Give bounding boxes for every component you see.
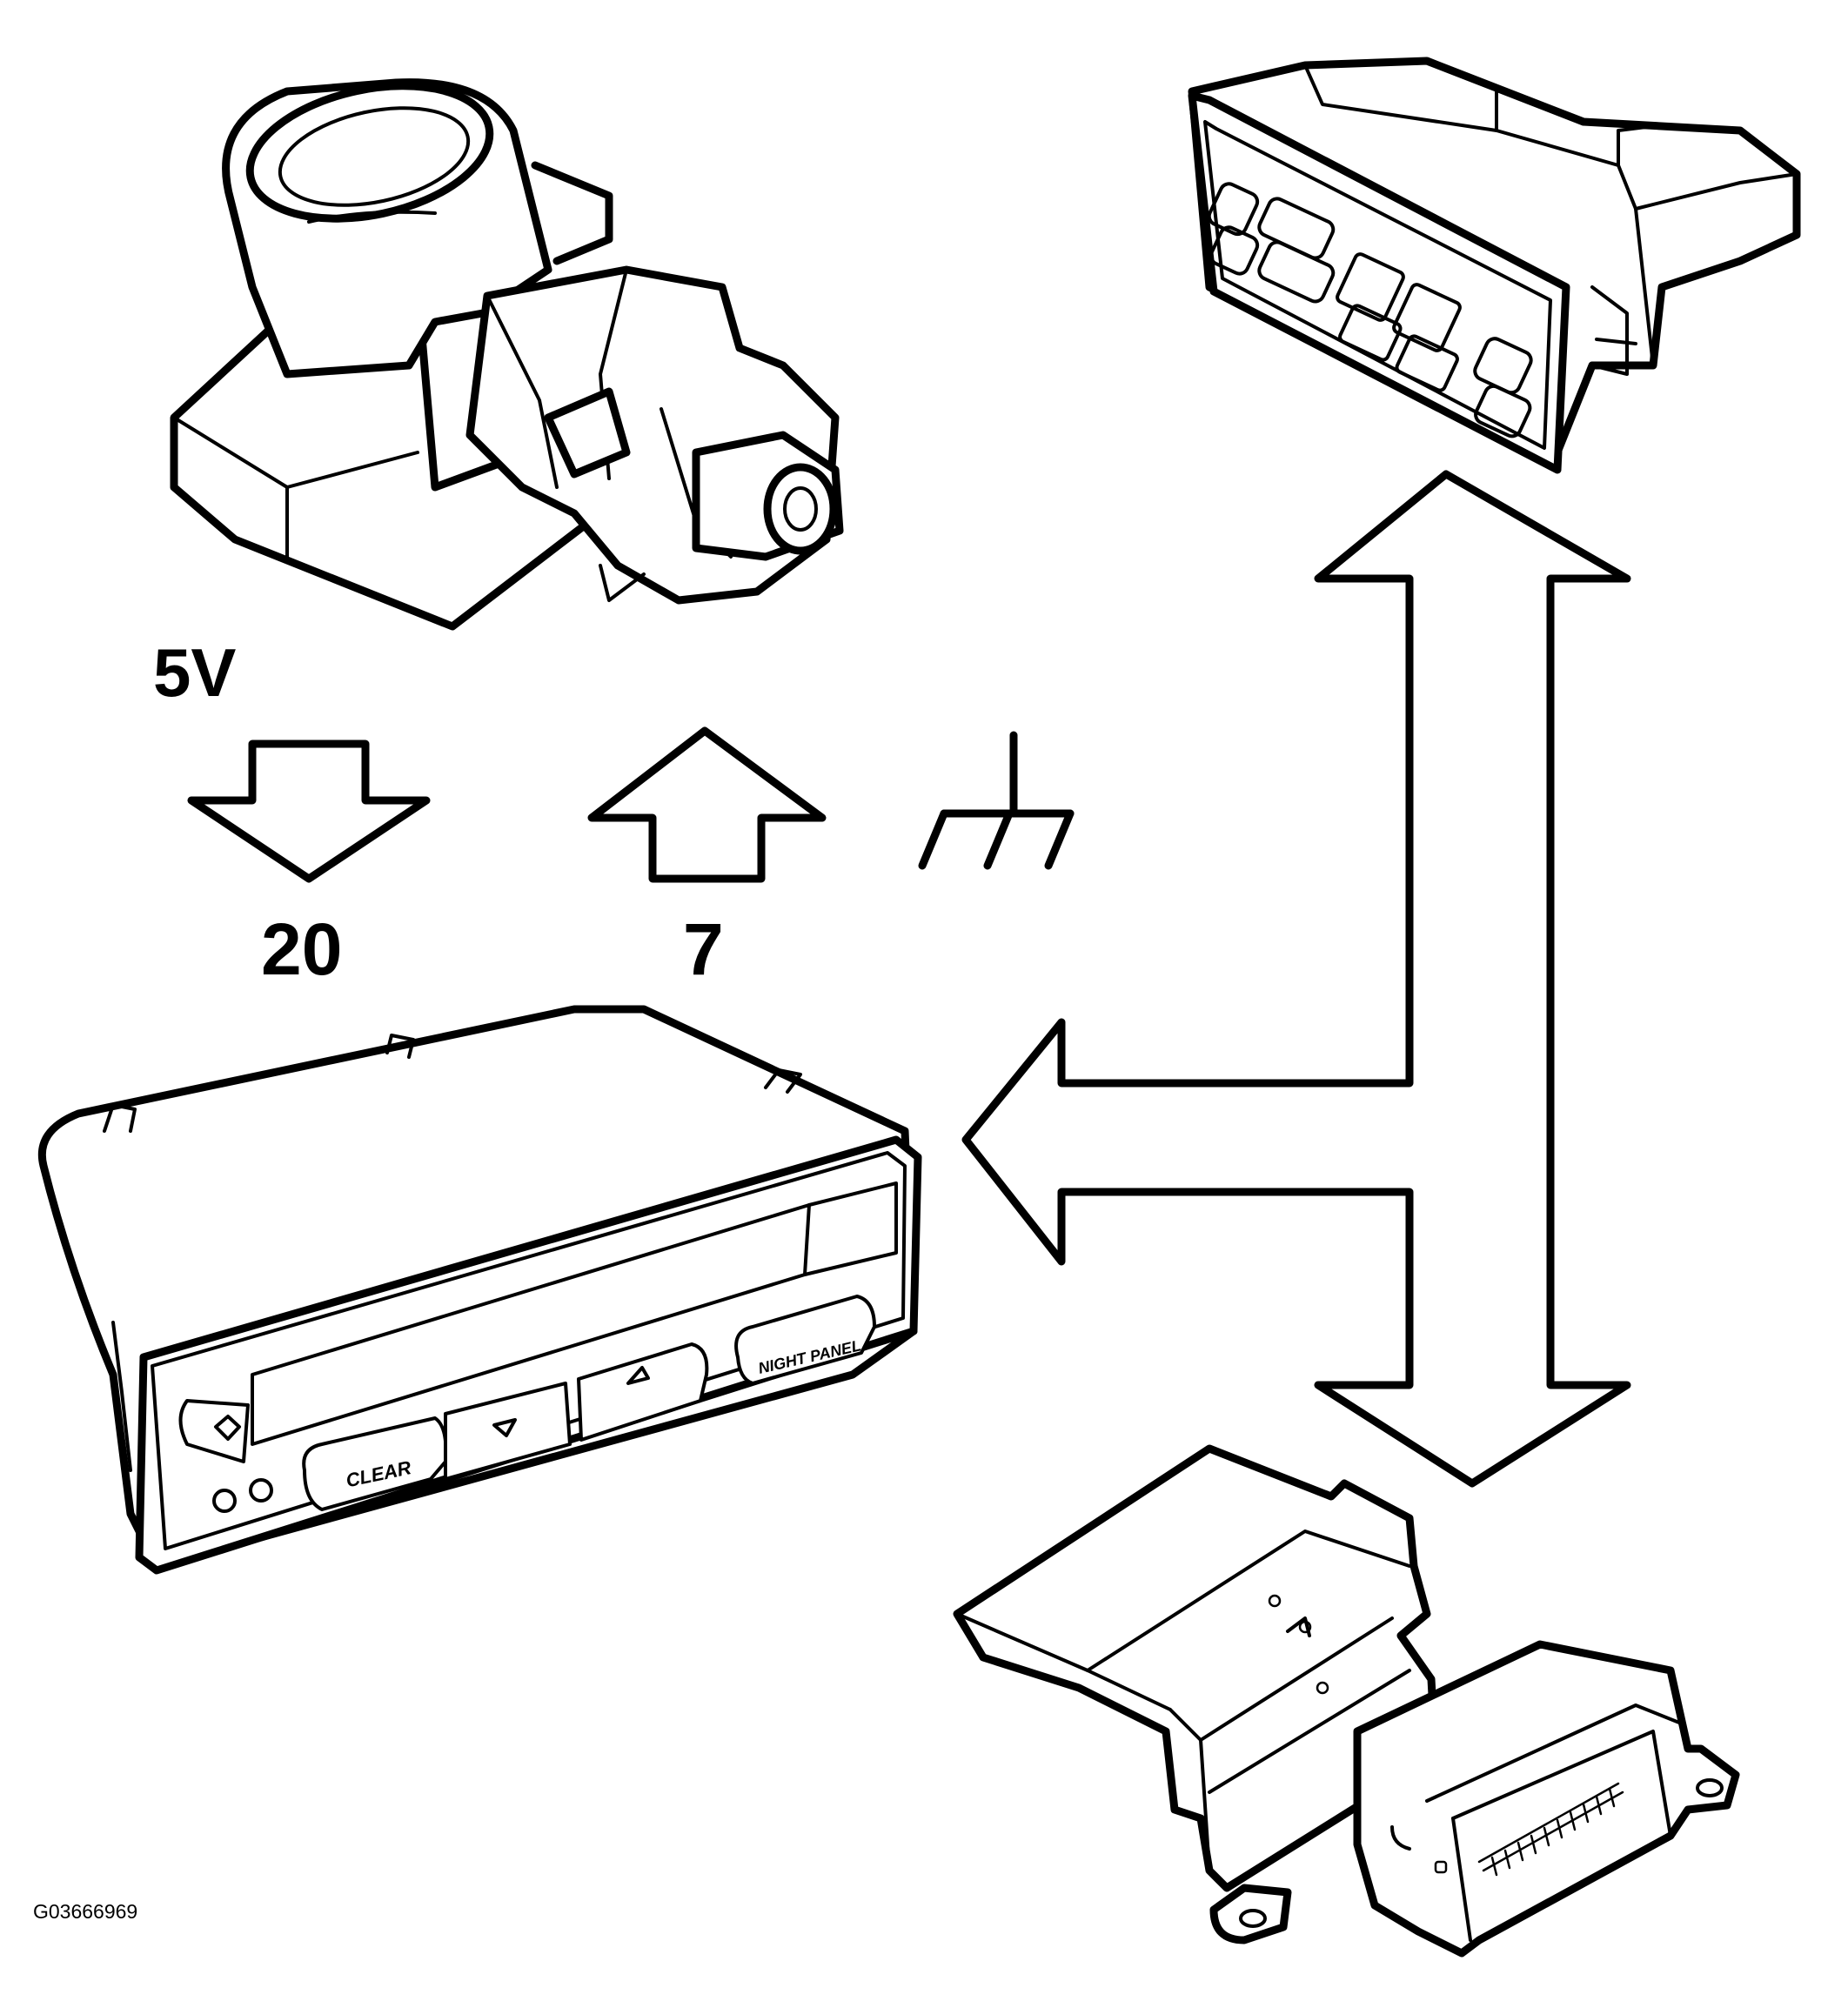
ground-icon	[918, 731, 1075, 870]
pin-7-label: 7	[683, 908, 724, 990]
screw-icon	[212, 1489, 237, 1513]
up-triangle-icon	[626, 1366, 650, 1385]
down-triangle-icon	[492, 1418, 517, 1437]
engine-control-modules	[953, 1444, 1740, 1958]
signal-up-arrow	[587, 726, 827, 883]
screw-icon	[249, 1478, 273, 1503]
climate-control-module	[1188, 57, 1801, 474]
connector-pins	[1490, 1787, 1616, 1877]
scroll-up-button[interactable]	[577, 1342, 709, 1442]
data-bus-arrows	[961, 470, 1631, 1488]
figure-code: G03666969	[33, 1900, 137, 1923]
throttle-body-sensor	[170, 78, 844, 631]
pin-20-label: 20	[261, 908, 342, 990]
information-display-unit: CLEAR NIGHT PANEL	[37, 1005, 922, 1575]
voltage-label: 5V	[153, 634, 236, 711]
supply-down-arrow	[187, 740, 431, 883]
indicator-diamond-icon	[214, 1415, 241, 1441]
night-panel-button[interactable]	[734, 1295, 876, 1385]
